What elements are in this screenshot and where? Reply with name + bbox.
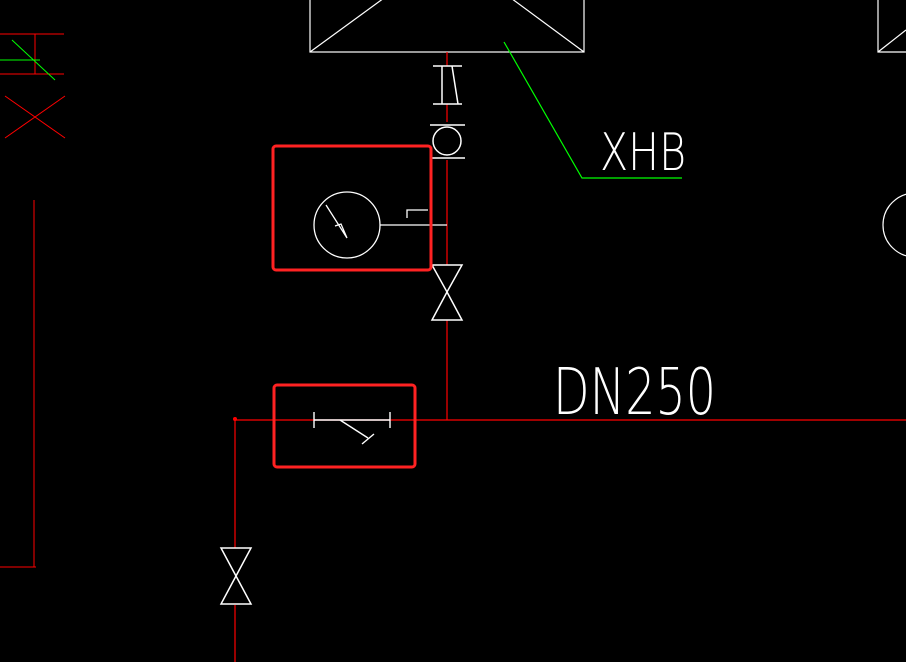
pipe-corner-node bbox=[233, 417, 237, 421]
pump-symbol bbox=[309, 0, 585, 53]
strainer-highlight-box[interactable] bbox=[272, 383, 417, 469]
pressure-gauge-icon bbox=[313, 191, 381, 259]
left-edge-symbols bbox=[0, 33, 66, 568]
main-pipe-size-label: DN250 bbox=[553, 356, 716, 430]
lower-gate-valve-icon bbox=[219, 547, 253, 605]
gauge-branch-line bbox=[380, 209, 447, 226]
main-pipe bbox=[234, 419, 906, 662]
gauge-highlight-box[interactable] bbox=[271, 144, 433, 272]
pump-tag-label: XHB bbox=[600, 123, 686, 183]
adjacent-pump-partial bbox=[877, 0, 906, 257]
highlight-boxes bbox=[271, 144, 433, 469]
y-strainer-icon bbox=[313, 412, 391, 445]
gate-valve-icon bbox=[430, 264, 464, 321]
pump-tag-leader bbox=[503, 41, 682, 179]
check-valve-icon bbox=[430, 124, 465, 159]
flexible-joint-icon bbox=[433, 65, 462, 105]
